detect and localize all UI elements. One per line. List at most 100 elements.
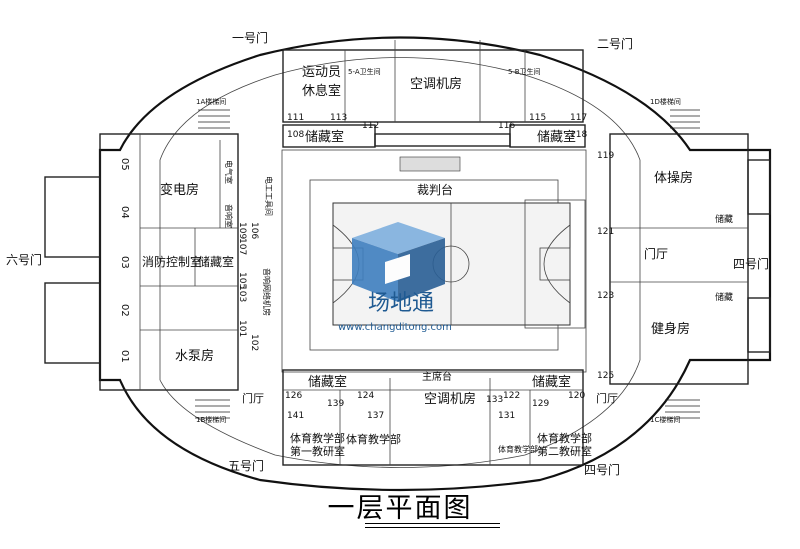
room-number: 124 — [357, 391, 374, 401]
room-number: 108 — [287, 130, 304, 140]
room-number: 111 — [287, 113, 304, 123]
room-ac-north: 空调机房 — [410, 76, 462, 92]
room-number: 133 — [486, 395, 503, 405]
room-elec-strip: 电工工具间 — [264, 176, 274, 216]
room-pe-office-1: 体育教学部 — [290, 431, 345, 445]
room-storage-small-e1: 储藏 — [715, 213, 733, 225]
logo-box-window — [385, 254, 410, 284]
room-pe-office-2: 体育教学部 — [537, 431, 592, 445]
room-number: 116 — [498, 121, 515, 131]
room-number: 126 — [285, 391, 302, 401]
logo-box-left — [352, 238, 398, 302]
bay-number: 04 — [119, 206, 130, 219]
plan-title: 一层平面图 — [327, 493, 473, 524]
room-number: 107 — [237, 238, 247, 255]
room-storage-ne: 储藏室 — [537, 129, 576, 145]
room-number: 118 — [570, 130, 587, 140]
room-athlete-lounge-1: 运动员 — [302, 65, 341, 80]
bay-number: 02 — [119, 304, 130, 317]
west-door-box-2 — [44, 282, 101, 364]
room-ac-south: 空调机房 — [424, 391, 476, 407]
gate-1-label: 一号门 — [232, 30, 268, 45]
room-athlete-lounge-2: 休息室 — [302, 83, 341, 99]
gate-4-east-label: 四号门 — [733, 256, 769, 271]
room-number: 122 — [503, 391, 520, 401]
room-pe-office-main: 体育教学部 — [346, 432, 401, 446]
stair-ne — [670, 109, 700, 129]
bay-number: 03 — [119, 256, 130, 269]
gate-6-label: 六号门 — [6, 252, 42, 267]
room-number: 121 — [597, 227, 614, 237]
stair-sw — [195, 399, 230, 419]
referee-seats — [399, 156, 461, 172]
room-number: 129 — [532, 399, 549, 409]
lobby-se-label: 门厅 — [596, 391, 618, 405]
room-number: 115 — [529, 113, 546, 123]
logo-box-right — [398, 238, 445, 302]
room-number: 123 — [597, 291, 614, 301]
room-number: 139 — [327, 399, 344, 409]
room-referee-platform: 裁判台 — [417, 182, 453, 197]
room-number: 117 — [570, 113, 587, 123]
wc-4b-label: 5-B卫生间 — [508, 67, 541, 76]
room-number: 112 — [362, 121, 379, 131]
room-number: 119 — [597, 151, 614, 161]
room-numbers: 111 113 112 116 115 117 108 118 119 121 … — [237, 113, 614, 421]
room-pe-office-1b: 第一教研室 — [290, 444, 345, 458]
east-block — [609, 133, 749, 385]
stair-1d-label: 1D楼梯间 — [650, 97, 681, 106]
room-number: 141 — [287, 411, 304, 421]
room-storage-west: 储藏室 — [198, 254, 234, 269]
stair-1c-label: 1C楼梯间 — [650, 415, 680, 424]
gate-5-label: 五号门 — [228, 458, 264, 473]
title-underline-2 — [365, 527, 500, 528]
room-pe-office-small: 体育教学部 — [498, 444, 538, 454]
stair-se — [665, 399, 700, 419]
room-number: 125 — [597, 371, 614, 381]
room-sound-room: 音响室 — [224, 204, 234, 228]
room-number: 102 — [249, 334, 259, 351]
room-number: 109 — [237, 222, 247, 239]
watermark-url: www.changditong.com — [338, 322, 452, 333]
room-number: 106 — [249, 222, 259, 239]
room-number: 105 — [237, 272, 247, 289]
stair-1b-label: 1B楼梯间 — [196, 415, 226, 424]
lobby-east-label: 门厅 — [644, 246, 668, 261]
room-west-elec: 电气室 — [224, 160, 234, 184]
bay-number: 01 — [119, 350, 130, 363]
stair-nw — [198, 109, 230, 129]
title-underline — [365, 523, 500, 524]
outer-shell — [98, 36, 772, 492]
room-storage-small-e2: 储藏 — [715, 291, 733, 303]
room-storage-se: 储藏室 — [532, 374, 571, 390]
gate-2-label: 二号门 — [597, 36, 633, 51]
room-fire-control: 消防控制室 — [142, 254, 202, 269]
watermark-logo — [352, 222, 445, 302]
room-number: 137 — [367, 411, 384, 421]
lobby-sw-label: 门厅 — [242, 391, 264, 405]
room-number: 113 — [330, 113, 347, 123]
bay-number: 05 — [119, 158, 130, 171]
room-transformer: 变电房 — [160, 182, 199, 198]
logo-box-top — [352, 222, 445, 254]
room-water-pump: 水泵房 — [175, 348, 214, 364]
inner-ring — [159, 57, 641, 468]
wc-4a-label: 5-A卫生间 — [348, 67, 381, 76]
room-number: 101 — [237, 320, 247, 337]
room-gymnastics: 体操房 — [654, 170, 693, 186]
room-storage-sw: 储藏室 — [308, 374, 347, 390]
room-rostrum: 主席台 — [422, 370, 452, 383]
room-number: 103 — [237, 285, 247, 302]
south-block — [282, 369, 584, 466]
arena-floor — [281, 149, 587, 373]
room-number: 120 — [568, 391, 585, 401]
north-block — [282, 49, 584, 123]
stair-1a-label: 1A楼梯间 — [196, 97, 226, 106]
room-number: 131 — [498, 411, 515, 421]
west-annex — [99, 133, 239, 391]
gate-4-south-label: 四号门 — [584, 462, 620, 477]
bay-numbers: 05 04 03 02 01 — [119, 158, 130, 363]
room-network: 音响网络机房 — [262, 268, 272, 316]
room-fitness: 健身房 — [651, 321, 690, 337]
